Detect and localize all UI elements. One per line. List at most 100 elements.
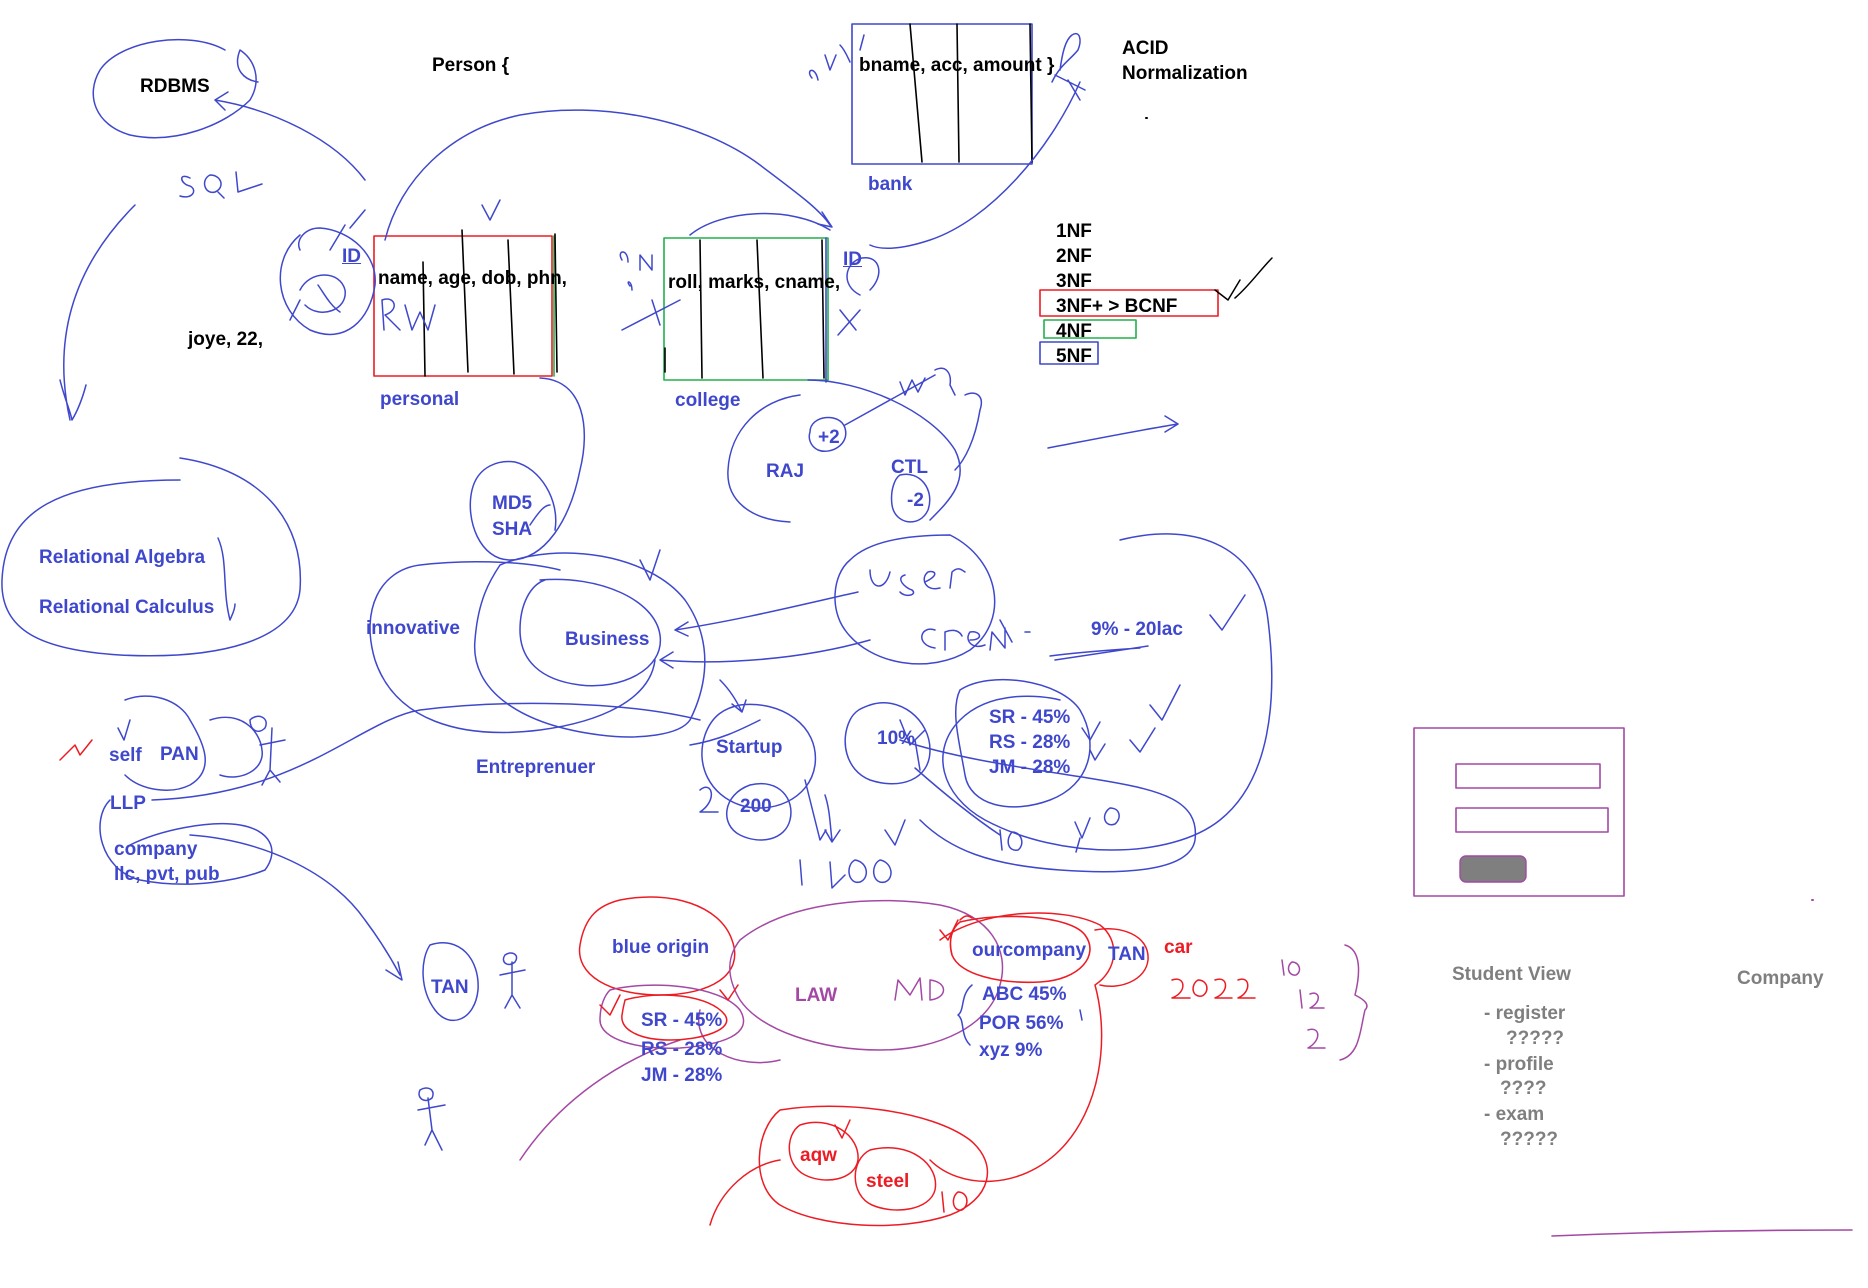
company-label: company (114, 839, 198, 860)
jm1-label: JM - 28% (989, 757, 1071, 778)
purple-md-scribble (894, 977, 945, 1001)
law-purple-loop (729, 899, 1004, 1051)
joye-label: joye, 22, (188, 329, 263, 350)
college-col-2 (756, 239, 764, 379)
college-arc (689, 212, 831, 236)
pan-figure (249, 715, 286, 786)
personal-col-1 (422, 261, 426, 377)
sr-loop-right (954, 678, 1091, 808)
personal-col-4 (554, 233, 558, 373)
register-label: - register (1484, 1003, 1566, 1024)
self-pan-loop (124, 695, 263, 791)
sr-bottom-ticks (599, 984, 739, 1016)
purple-numbers (1281, 959, 1326, 1049)
personal-to-college-loop (384, 109, 833, 241)
login-field-2[interactable] (1455, 807, 1609, 833)
student-view-label: Student View (1452, 964, 1571, 985)
n200-scribble (699, 779, 827, 841)
grant-scribble (921, 619, 1013, 651)
person-label: Person { (432, 55, 510, 76)
big-right-loop (942, 533, 1273, 851)
company-to-tan-arrow (189, 834, 403, 981)
abc-label: ABC 45% (982, 984, 1067, 1005)
nf3-label: 3NF (1056, 271, 1092, 292)
sql-arrow-down (59, 204, 136, 421)
id-loop-personal (279, 227, 376, 336)
personal-fields-label: name, age, dob, phn, (378, 268, 567, 289)
nf2-label: 2NF (1056, 246, 1092, 267)
bcnf-tick (1214, 257, 1273, 301)
bank-col-3 (1029, 23, 1033, 163)
rs1-label: RS - 28% (989, 732, 1071, 753)
abc-tick (1079, 1009, 1083, 1021)
ourcompany-label: ourcompany (972, 940, 1087, 961)
nf3b-label: 3NF+ > BCNF (1056, 296, 1178, 317)
pct9-label: 9% - 20lac (1091, 619, 1183, 640)
bank-right-scribble (1051, 33, 1086, 101)
nf5-box (1039, 341, 1099, 365)
llc-label: llc, pvt, pub (114, 864, 220, 885)
rdbms-arrow-from-person (214, 91, 366, 181)
tan2-loop-red (1094, 928, 1149, 987)
personal-col-2 (461, 229, 469, 373)
raj-loop (727, 379, 961, 523)
n200-label: 200 (740, 796, 772, 817)
bank-label: bank (868, 174, 913, 195)
ten-pct-circle (844, 702, 931, 785)
por-label: POR 56% (979, 1013, 1064, 1034)
key-scribble (844, 367, 956, 426)
steel-loop (854, 1147, 937, 1211)
startup-label: Startup (716, 737, 783, 758)
bank-col-1 (909, 23, 923, 163)
nf4-box (1043, 319, 1137, 339)
relational-loop (1, 457, 302, 657)
startup-down-arrow (824, 794, 841, 843)
login-button[interactable] (1459, 855, 1527, 883)
company-right-label: Company (1737, 968, 1824, 989)
steel-label: steel (866, 1171, 910, 1192)
entrepreneur-label: Entreprenuer (476, 757, 596, 778)
user-to-business-arrow (674, 591, 859, 637)
aqw-tick (834, 1119, 851, 1139)
blue-origin-label: blue origin (612, 937, 710, 958)
law-label: LAW (795, 985, 838, 1006)
user-scribble (869, 568, 966, 597)
self-label: self (109, 745, 142, 766)
right-hook (954, 392, 982, 471)
ten-yo-scribble (999, 807, 1120, 853)
ourcompany-big-red (929, 912, 1115, 1183)
id-scribble-personal (289, 209, 366, 321)
ten-red-scribble (941, 1191, 968, 1213)
raj-label: RAJ (766, 461, 805, 482)
rdbms-label: RDBMS (140, 76, 210, 97)
sr1-label: SR - 45% (989, 707, 1071, 728)
purple-brace (1339, 944, 1368, 1061)
self-red-x (59, 739, 93, 761)
login-field-1[interactable] (1455, 763, 1601, 789)
q2-label: ???? (1500, 1078, 1547, 1099)
xyz-label: xyz 9% (979, 1040, 1043, 1061)
ctl-label: CTL (891, 457, 928, 478)
college-id-loop (837, 257, 880, 336)
bank-to-college-arrow (869, 81, 1081, 250)
abc-brace (957, 984, 973, 1046)
sha-label: SHA (492, 519, 533, 540)
bottom-purple-line (1551, 1229, 1853, 1237)
innovative-label: innovative (366, 618, 460, 639)
minus2-label: -2 (907, 490, 924, 511)
n200-bottom-scribble (799, 819, 906, 889)
user-grant-loop (834, 534, 996, 665)
personal-label: personal (380, 389, 460, 410)
bottom-right-loop (899, 739, 1197, 873)
bank-table-box (851, 23, 1033, 165)
q3-label: ????? (1500, 1129, 1559, 1150)
id-personal-label: ID (342, 246, 361, 267)
rdbms-loop (92, 38, 259, 139)
car-2022-scribble (1171, 978, 1256, 999)
tick-top-personal (481, 199, 501, 221)
sql-scribble (179, 171, 263, 199)
business-inner-loop (519, 578, 661, 687)
sr-ticks (1081, 721, 1106, 761)
